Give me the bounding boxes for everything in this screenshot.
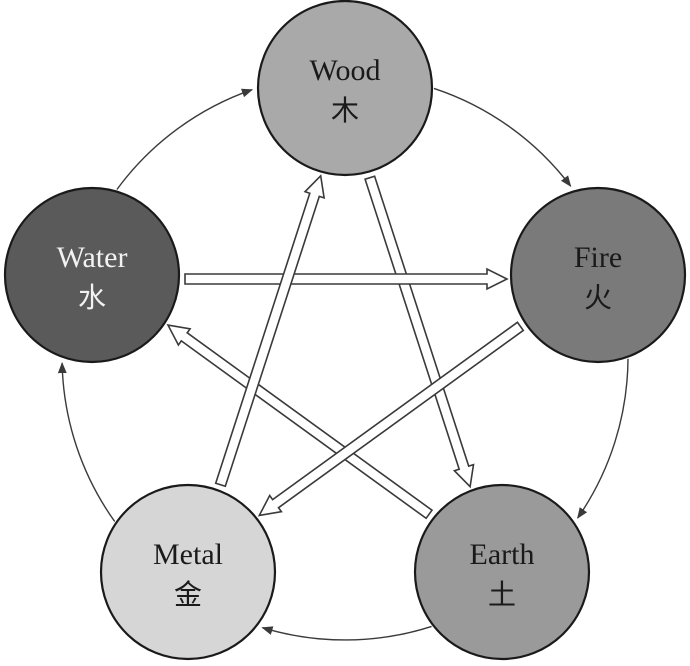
node-fire: Fire 火: [509, 186, 687, 364]
node-earth: Earth 土: [413, 483, 591, 661]
generating-arrow-metal-to-water: [57, 361, 116, 522]
generating-arrow-earth-to-metal: [261, 625, 432, 641]
node-earth-circle: [413, 483, 591, 661]
node-earth-glyph: 土: [488, 578, 516, 611]
node-fire-label: Fire: [574, 241, 622, 274]
node-wood-circle: [256, 0, 434, 177]
node-earth-label: Earth: [470, 538, 535, 571]
node-fire-circle: [509, 186, 687, 364]
node-metal-label: Metal: [153, 538, 223, 571]
node-wood-glyph: 木: [331, 94, 359, 127]
node-metal-circle: [99, 483, 277, 661]
controlling-arrow-metal-to-wood: [214, 174, 326, 488]
node-wood-label: Wood: [310, 54, 381, 87]
controlling-arrow-water-to-fire: [184, 267, 509, 291]
node-water: Water 水: [3, 186, 181, 364]
node-water-glyph: 水: [78, 281, 106, 314]
node-wood: Wood 木: [256, 0, 434, 177]
controlling-cycle: [166, 174, 525, 520]
generating-arrow-fire-to-earth: [577, 358, 629, 519]
generating-arrow-water-to-wood: [116, 88, 254, 190]
controlling-arrow-fire-to-metal: [257, 321, 525, 517]
controlling-arrow-earth-to-water: [166, 324, 434, 520]
controlling-arrow-wood-to-earth: [364, 175, 475, 489]
node-metal-glyph: 金: [174, 578, 202, 611]
generating-arrow-wood-to-fire: [433, 87, 572, 187]
element-nodes: Wood 木 Fire 火 Earth 土 Metal 金 Water 水: [3, 0, 687, 661]
generating-cycle: [57, 87, 629, 641]
node-water-circle: [3, 186, 181, 364]
node-fire-glyph: 火: [584, 281, 612, 314]
node-water-label: Water: [57, 241, 128, 274]
node-metal: Metal 金: [99, 483, 277, 661]
